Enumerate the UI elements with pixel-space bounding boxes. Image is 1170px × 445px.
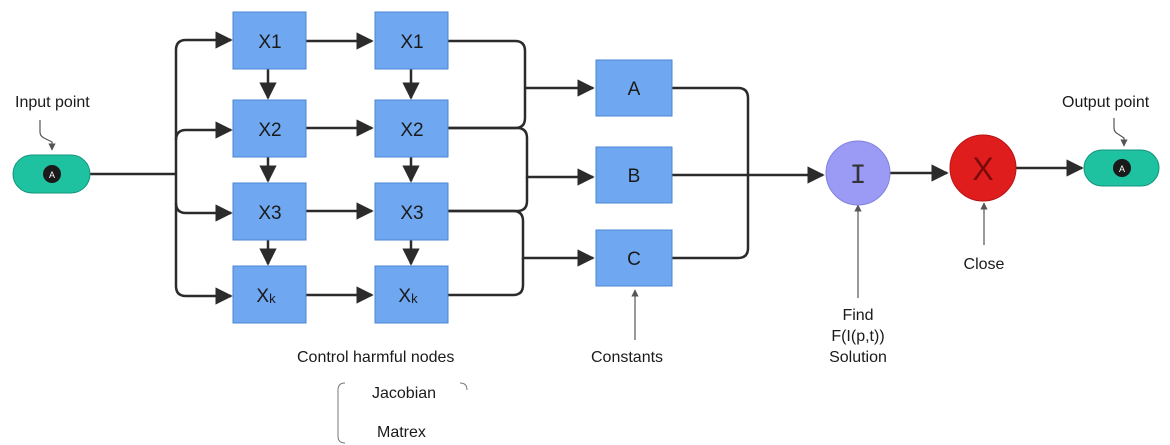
constants-column: A B C xyxy=(595,59,673,287)
node-B-label: B xyxy=(628,166,641,187)
node-c1-x2-label: X2 xyxy=(258,120,281,141)
edge-xk-to-C xyxy=(448,258,525,297)
node-c2-x3-label: X3 xyxy=(400,203,423,224)
edge-x2-out xyxy=(448,88,527,130)
node-c2-x2 xyxy=(374,99,449,158)
input-token xyxy=(43,165,61,183)
column-2: X1 X2 X3 Xk xyxy=(374,11,449,324)
jacobian-bracket-right xyxy=(459,382,468,391)
edge-A-out xyxy=(672,86,750,175)
edge-bus-to-x2 xyxy=(174,121,233,141)
integrator-symbol: I xyxy=(850,161,867,192)
node-c1-xk xyxy=(232,265,307,324)
node-B xyxy=(595,146,673,204)
find-line-3: Solution xyxy=(829,349,887,366)
connectors xyxy=(90,31,1084,305)
output-point-label: Output point xyxy=(1062,94,1150,111)
node-c2-xk-main: X xyxy=(398,286,411,307)
input-node: A xyxy=(12,154,91,194)
closer-circle xyxy=(949,134,1017,202)
pointer-output xyxy=(1113,118,1128,147)
node-c1-xk-main: X xyxy=(256,286,269,307)
constants-caption: Constants xyxy=(591,349,663,366)
column-1: X1 X2 X3 Xk xyxy=(232,11,307,324)
closer-node: X xyxy=(949,134,1017,202)
annotation-arrows xyxy=(39,118,1128,340)
close-caption: Close xyxy=(964,256,1005,273)
jacobian-label: Jacobian xyxy=(372,385,436,402)
edge-x3-to-C xyxy=(448,209,595,267)
edge-x3-to-B xyxy=(448,177,529,213)
jacobian-bracket-left xyxy=(337,382,346,444)
input-point-label: Input point xyxy=(15,94,90,111)
node-c1-x3-label: X3 xyxy=(258,203,281,224)
captions: Input point Output point Control harmful… xyxy=(15,94,1150,444)
edge-x1-out xyxy=(448,39,527,88)
edge-left-bus xyxy=(174,38,187,298)
input-token-label: A xyxy=(49,170,55,180)
node-C-label: C xyxy=(627,249,641,270)
node-c2-x1-label: X1 xyxy=(400,32,423,53)
node-c2-x2-label: X2 xyxy=(400,120,423,141)
node-A xyxy=(595,59,673,117)
node-c1-x1 xyxy=(232,11,307,70)
node-c2-xk-label: Xk xyxy=(398,286,418,307)
node-c2-xk xyxy=(374,265,449,324)
output-node: A xyxy=(1083,149,1160,187)
edge-C-out xyxy=(672,175,750,260)
find-line-1: Find xyxy=(842,307,873,324)
node-c1-x1-label: X1 xyxy=(258,32,281,53)
matrex-label: Matrex xyxy=(377,424,426,441)
edge-bus-to-x3 xyxy=(174,202,233,222)
integrator-node: I xyxy=(825,140,891,206)
control-harmful-caption: Control harmful nodes xyxy=(297,349,454,366)
node-C xyxy=(595,229,673,287)
node-c2-x3 xyxy=(374,182,449,241)
node-c1-x3 xyxy=(232,182,307,241)
pointer-input xyxy=(39,120,56,151)
closer-symbol: X xyxy=(972,151,993,187)
node-c1-xk-sub: k xyxy=(269,291,276,306)
node-c2-xk-sub: k xyxy=(411,291,418,306)
edge-x2-to-B xyxy=(448,126,595,186)
output-token-label: A xyxy=(1119,164,1125,174)
node-c2-x1 xyxy=(374,11,449,70)
output-token xyxy=(1113,159,1131,177)
node-A-label: A xyxy=(628,79,641,100)
node-c1-x2 xyxy=(232,99,307,158)
node-c1-xk-label: Xk xyxy=(256,286,276,307)
integrator-circle xyxy=(825,140,891,206)
find-line-2: F(I(p,t)) xyxy=(831,328,884,345)
